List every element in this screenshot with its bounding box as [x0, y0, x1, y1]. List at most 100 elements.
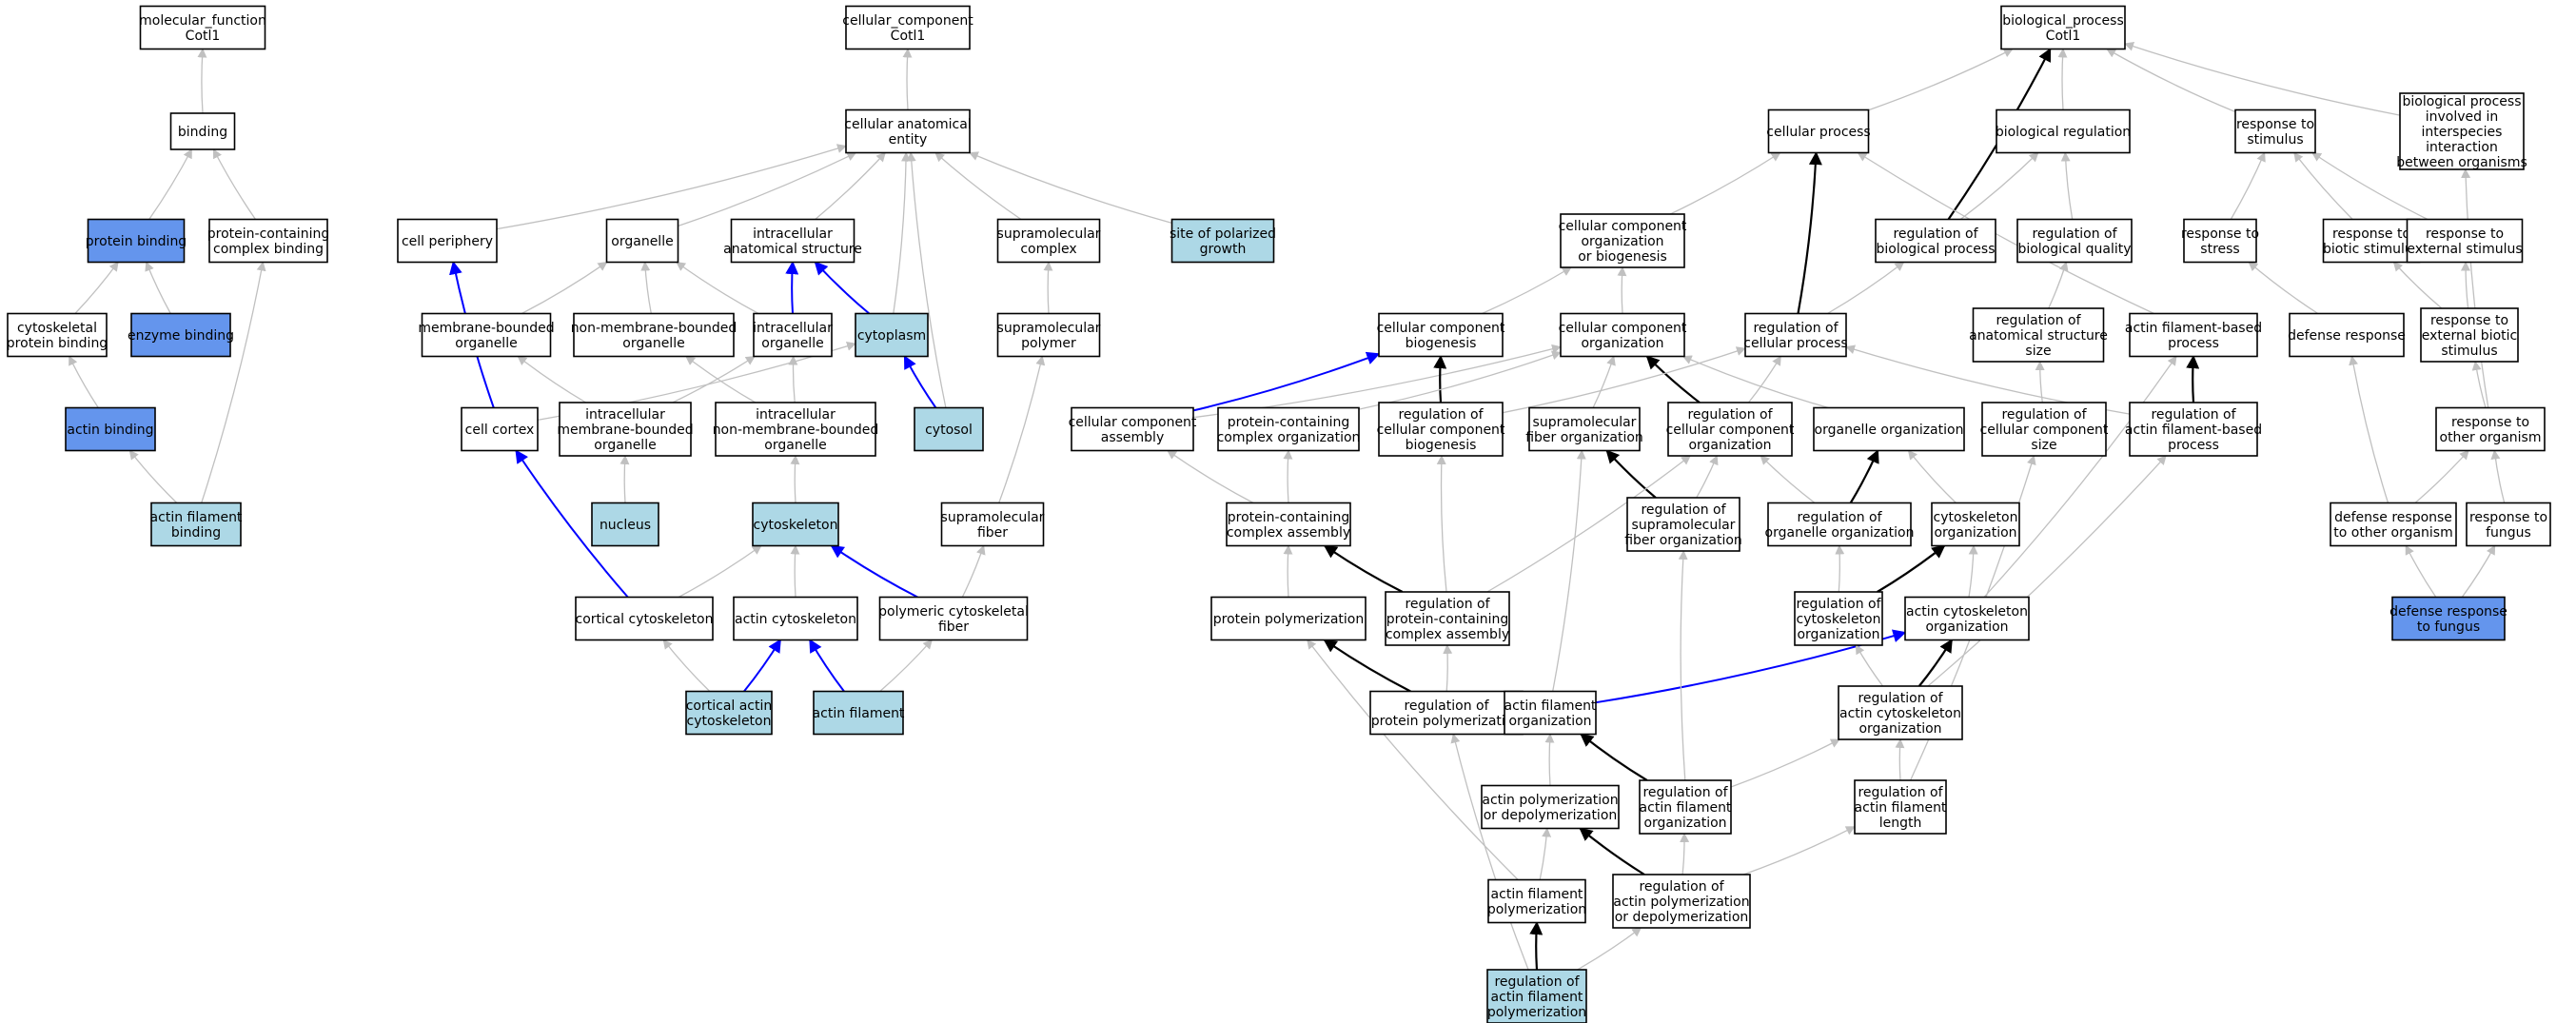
term-node-organelle[interactable]: organelle — [605, 218, 679, 264]
term-node-enzyme-binding[interactable]: enzyme binding — [128, 312, 234, 358]
term-node-actin-binding[interactable]: actin binding — [65, 406, 156, 452]
term-node-defense-resp[interactable]: defense response — [2288, 312, 2406, 358]
term-node-cortical-cs[interactable]: cortical cytoskeleton — [575, 596, 714, 641]
term-node-cellular-process[interactable]: cellular process — [1766, 108, 1871, 154]
term-label-line: growth — [1200, 242, 1247, 257]
term-box — [1667, 402, 1793, 457]
term-node-cytoplasm[interactable]: cytoplasm — [855, 312, 929, 358]
term-label-line: organelle — [455, 336, 517, 351]
term-label-line: actin cytoskeleton — [1906, 604, 2028, 620]
term-box — [1972, 307, 2105, 363]
term-box — [1226, 502, 1351, 547]
term-node-binding[interactable]: binding — [169, 112, 236, 150]
edge-nucleus-to-imbo — [619, 455, 630, 503]
term-node-actin-cs[interactable]: actin cytoskeleton — [733, 596, 858, 641]
term-label-line: response to — [2426, 226, 2504, 242]
edge-reg_cp-to-cellular_process — [1797, 151, 1822, 314]
term-label-line: fiber — [977, 525, 1008, 541]
term-label-line: response to — [2181, 226, 2259, 242]
term-node-cytosol[interactable]: cytosol — [914, 406, 984, 452]
term-label-line: organelle — [764, 438, 826, 453]
term-node-bio-reg[interactable]: biological regulation — [1996, 108, 2131, 154]
edge-reg_apd-to-apd — [1579, 827, 1645, 875]
term-label-line: complex organization — [1217, 430, 1361, 445]
term-node-inmbo[interactable]: intracellularnon-membrane-boundedorganel… — [713, 402, 879, 457]
term-label-line: anatomical structure — [723, 242, 862, 257]
term-label-line: cytoskeleton — [1934, 510, 2018, 525]
term-node-org-org[interactable]: organelle organization — [1813, 406, 1965, 452]
term-node-cell-periphery[interactable]: cell periphery — [397, 218, 498, 264]
term-node-cell-cortex[interactable]: cell cortex — [461, 406, 539, 452]
term-node-nucleus[interactable]: nucleus — [591, 502, 659, 547]
edge-cell_periphery-to-cae — [496, 144, 847, 230]
term-label-line: size — [2031, 438, 2056, 453]
term-node-prot-poly[interactable]: protein polymerization — [1210, 596, 1367, 641]
term-node-protein-binding[interactable]: protein binding — [86, 218, 187, 264]
edge-reg_apd-to-reg_afl — [1742, 826, 1856, 875]
edge-acso-to-cso — [1968, 544, 1978, 598]
term-label-line: protein binding — [86, 234, 187, 249]
term-node-actin-filament[interactable]: actin filament — [813, 690, 905, 736]
term-node-cytoskeleton[interactable]: cytoskeleton — [752, 502, 839, 547]
